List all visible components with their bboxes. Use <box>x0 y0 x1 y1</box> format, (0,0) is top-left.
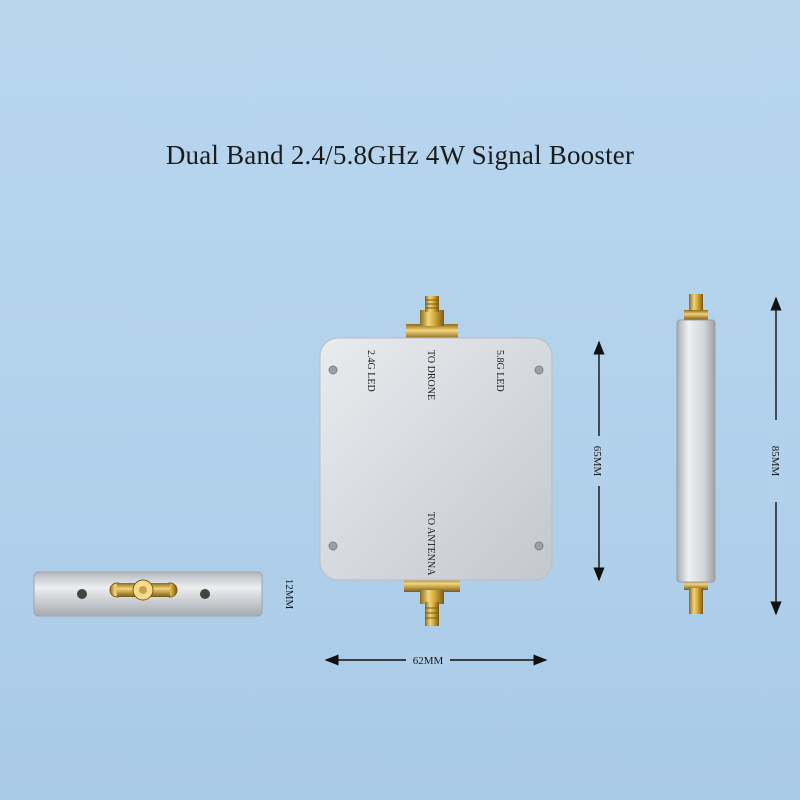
screw-icon <box>328 541 338 551</box>
product-title: Dual Band 2.4/5.8GHz 4W Signal Booster <box>165 140 635 170</box>
top-view-booster: 2.4G LED TO DRONE 5.8G LED TO ANTENNA <box>319 296 553 626</box>
label-to-drone: TO DRONE <box>425 350 436 400</box>
screw-icon <box>534 365 544 375</box>
label-24g-led: 2.4G LED <box>365 350 376 392</box>
dimension-width: 62MM <box>324 652 548 668</box>
bottom-sma-connector <box>404 578 460 626</box>
dim-12mm-label: 12MM <box>283 579 295 610</box>
enclosure-plate <box>319 337 553 581</box>
dimension-length: 85MM <box>767 296 785 616</box>
screw-icon <box>328 365 338 375</box>
label-58g-led: 5.8G LED <box>494 350 505 392</box>
front-view-booster <box>33 571 263 617</box>
side-view-booster <box>676 294 716 614</box>
label-to-antenna: TO ANTENNA <box>425 512 436 576</box>
dim-85mm-label: 85MM <box>769 446 781 477</box>
top-sma-connector <box>406 296 458 340</box>
dim-62mm-label: 62MM <box>413 655 444 667</box>
screw-icons <box>328 365 544 551</box>
screw-icon <box>534 541 544 551</box>
dim-65mm-label: 65MM <box>591 446 603 477</box>
dimension-height: 65MM <box>590 340 608 582</box>
